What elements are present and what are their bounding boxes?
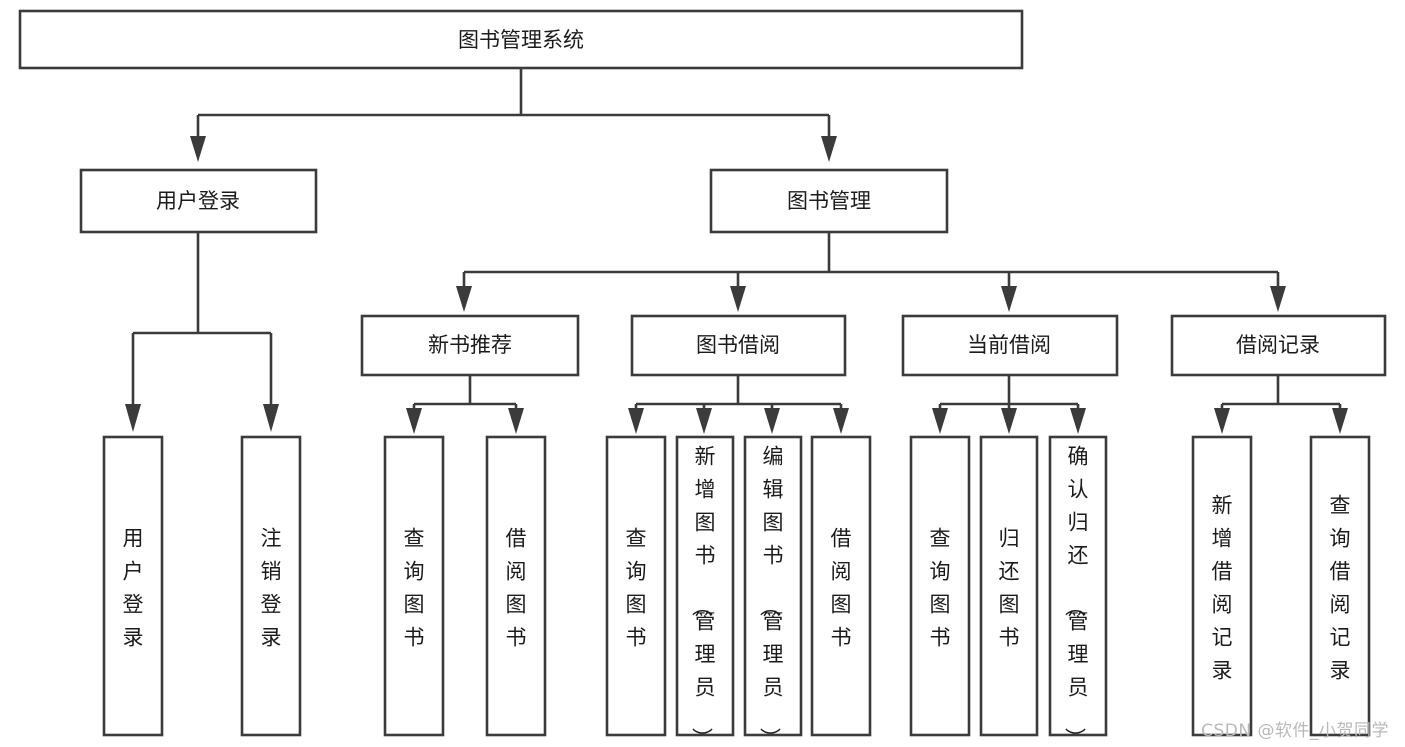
- leaf-book-borrow-4-box[interactable]: [810, 435, 872, 737]
- leaf-new-book-2-label: 借阅图书: [506, 527, 527, 650]
- node-book-borrow-box[interactable]: [630, 314, 847, 377]
- node-current-borrow[interactable]: 当前借阅: [901, 314, 1119, 377]
- arrow-borrow-leaf-2: [696, 408, 712, 434]
- leaf-book-borrow-2-box[interactable]: [675, 435, 735, 737]
- leaf-user-login-1-label: 用户登录: [123, 527, 144, 650]
- leaf-book-borrow-4-label: 借阅图书: [831, 527, 852, 650]
- arrow-borrow-leaf-1: [628, 408, 644, 434]
- node-root-box[interactable]: [18, 9, 1024, 70]
- leaf-book-borrow-1[interactable]: 查询图书: [605, 435, 667, 737]
- node-current-borrow-label: 当前借阅: [967, 333, 1051, 357]
- node-book-borrow[interactable]: 图书借阅: [630, 314, 847, 377]
- node-book-management-label: 图书管理: [787, 189, 871, 213]
- leaf-current-borrow-2-box[interactable]: [979, 435, 1039, 737]
- leaf-new-book-2-box[interactable]: [485, 435, 547, 737]
- leaf-book-borrow-1-label: 查询图书: [626, 527, 647, 650]
- leaf-book-borrow-2[interactable]: 新增图书（管理员）: [675, 435, 735, 747]
- node-borrow-record-box[interactable]: [1170, 314, 1387, 377]
- arrow-current-leaf-2: [1001, 408, 1017, 434]
- node-book-management-box[interactable]: [709, 168, 949, 234]
- arrow-userlogin-leaf-1: [125, 404, 141, 432]
- arrow-newbook-leaf-1: [406, 408, 422, 434]
- node-new-book-recommend[interactable]: 新书推荐: [360, 314, 580, 377]
- arrow-borrow-leaf-3: [764, 408, 780, 434]
- leaf-book-borrow-3-box[interactable]: [743, 435, 803, 737]
- leaf-user-login-2-box[interactable]: [240, 435, 302, 737]
- leaf-borrow-record-2-box[interactable]: [1309, 435, 1371, 737]
- node-user-login-label: 用户登录: [156, 189, 240, 213]
- leaf-book-borrow-1-box[interactable]: [605, 435, 667, 737]
- leaf-current-borrow-1-box[interactable]: [909, 435, 971, 737]
- leaf-book-borrow-2-label: 新增图书（管理员）: [690, 444, 716, 747]
- leaf-current-borrow-3[interactable]: 确认归还（管理员）: [1048, 435, 1108, 747]
- leaf-new-book-2[interactable]: 借阅图书: [485, 435, 547, 737]
- leaf-user-login-1[interactable]: 用户登录: [102, 435, 164, 737]
- node-book-borrow-label: 图书借阅: [696, 333, 780, 357]
- leaf-current-borrow-1-label: 查询图书: [930, 527, 951, 650]
- node-root[interactable]: 图书管理系统: [18, 9, 1024, 70]
- leaf-borrow-record-1-label: 新增借阅记录: [1212, 494, 1233, 683]
- leaf-borrow-record-1[interactable]: 新增借阅记录: [1191, 435, 1253, 737]
- arrow-bookmgmt-to-new-book: [456, 286, 472, 312]
- leaf-borrow-record-2[interactable]: 查询借阅记录: [1309, 435, 1371, 737]
- arrow-newbook-leaf-2: [508, 408, 524, 434]
- leaf-current-borrow-1[interactable]: 查询图书: [909, 435, 971, 737]
- leaf-current-borrow-3-label: 确认归还（管理员）: [1063, 444, 1089, 747]
- arrow-bookmgmt-to-record: [1270, 286, 1286, 312]
- leaf-current-borrow-2[interactable]: 归还图书: [979, 435, 1039, 737]
- node-borrow-record[interactable]: 借阅记录: [1170, 314, 1387, 377]
- arrow-record-leaf-2: [1332, 408, 1348, 434]
- node-user-login[interactable]: 用户登录: [79, 168, 318, 234]
- node-root-label: 图书管理系统: [458, 28, 584, 52]
- leaf-user-login-2-label: 注销登录: [261, 527, 282, 650]
- node-book-management[interactable]: 图书管理: [709, 168, 949, 234]
- arrow-userlogin-leaf-2: [263, 404, 279, 432]
- arrow-bookmgmt-to-borrow: [730, 286, 746, 312]
- leaf-borrow-record-2-label: 查询借阅记录: [1330, 494, 1351, 683]
- arrow-borrow-leaf-4: [833, 408, 849, 434]
- arrow-current-leaf-1: [932, 408, 948, 434]
- node-user-login-box[interactable]: [79, 168, 318, 234]
- leaf-book-borrow-3[interactable]: 编辑图书（管理员）: [743, 435, 803, 747]
- node-current-borrow-box[interactable]: [901, 314, 1119, 377]
- leaf-new-book-1-label: 查询图书: [404, 527, 425, 650]
- node-borrow-record-label: 借阅记录: [1236, 333, 1320, 357]
- arrow-bookmgmt-to-current: [1001, 286, 1017, 312]
- leaf-user-login-1-box[interactable]: [102, 435, 164, 737]
- leaf-user-login-2[interactable]: 注销登录: [240, 435, 302, 737]
- arrow-current-leaf-3: [1070, 408, 1086, 434]
- arrow-root-to-book-mgmt: [821, 136, 837, 162]
- connector-layer: [125, 68, 1348, 434]
- node-new-book-recommend-label: 新书推荐: [428, 333, 512, 357]
- leaf-current-borrow-3-box[interactable]: [1048, 435, 1108, 737]
- arrow-record-leaf-1: [1214, 408, 1230, 434]
- leaf-book-borrow-3-label: 编辑图书（管理员）: [758, 444, 784, 747]
- node-new-book-recommend-box[interactable]: [360, 314, 580, 377]
- leaf-current-borrow-2-label: 归还图书: [999, 527, 1020, 650]
- leaf-borrow-record-1-box[interactable]: [1191, 435, 1253, 737]
- leaf-book-borrow-4[interactable]: 借阅图书: [810, 435, 872, 737]
- leaf-new-book-1-box[interactable]: [383, 435, 445, 737]
- leaf-new-book-1[interactable]: 查询图书: [383, 435, 445, 737]
- arrow-root-to-user-login: [190, 136, 206, 162]
